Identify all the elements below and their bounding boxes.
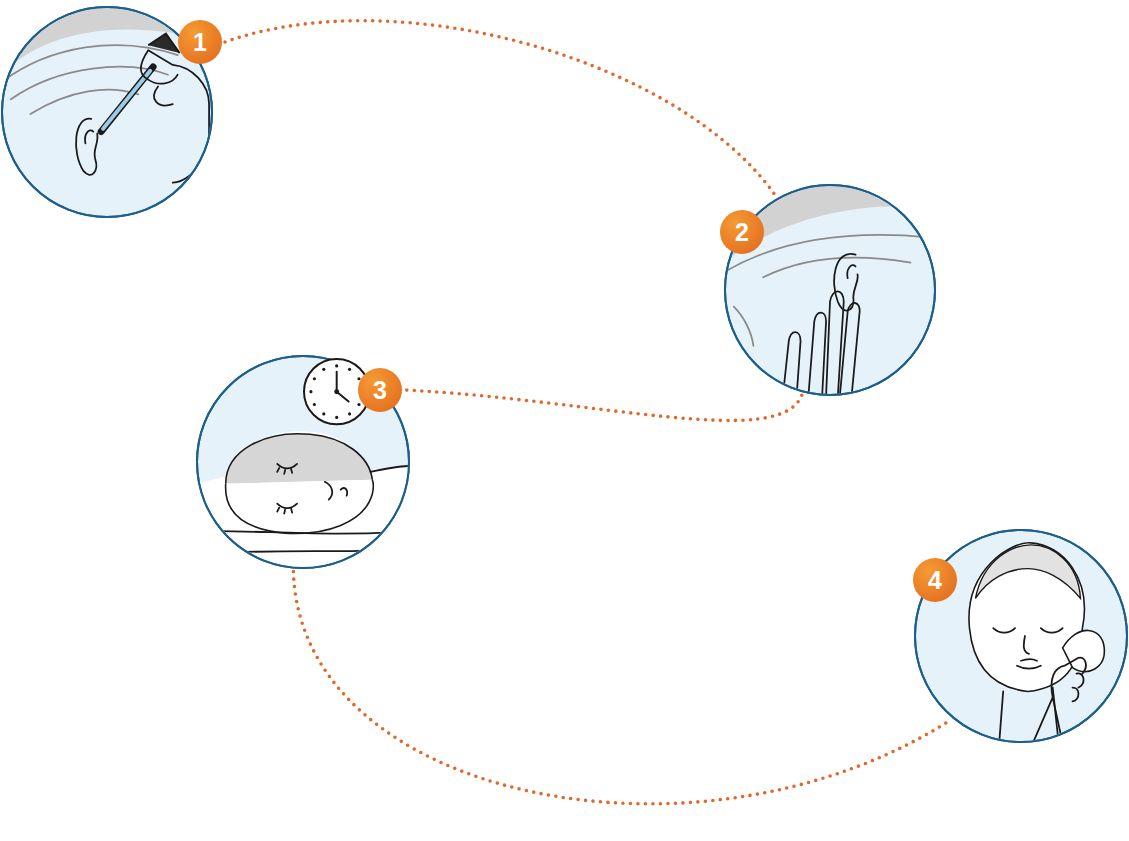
callout-number: 3 <box>358 368 402 412</box>
step-circle: 1 <box>1 6 213 218</box>
dotted-connector <box>225 21 776 196</box>
dotted-connector <box>293 572 950 804</box>
callout-number: 2 <box>720 210 764 254</box>
step-circle: 4 <box>914 529 1128 743</box>
dotted-connector <box>405 390 802 420</box>
step-circle: 3 <box>196 355 410 569</box>
callout-number: 1 <box>178 20 222 64</box>
callout-number: 4 <box>913 558 957 602</box>
step-circle: 2 <box>724 184 936 396</box>
